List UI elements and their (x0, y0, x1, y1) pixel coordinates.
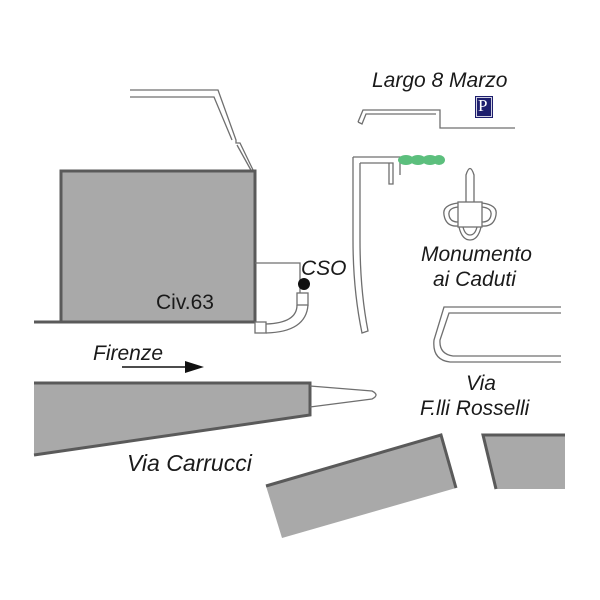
street-outline-center (352, 156, 401, 334)
cso-entrance (254, 262, 309, 334)
parking-letter: P (478, 96, 488, 115)
label-civ63: Civ.63 (156, 291, 214, 314)
building-civ63 (34, 169, 257, 324)
label-cso: CSO (301, 257, 347, 280)
street-outline-top-left (130, 89, 255, 173)
building-lower-right (481, 433, 565, 490)
street-outline-rosselli (433, 306, 561, 363)
label-ai-caduti: ai Caduti (433, 268, 516, 291)
monument-icon (443, 167, 497, 241)
label-flli-rosselli: F.lli Rosselli (420, 397, 530, 420)
direction-arrow-icon (122, 361, 204, 373)
hedge-icon (398, 155, 445, 165)
label-via-carrucci: Via Carrucci (127, 450, 252, 476)
building-lower-left (265, 433, 458, 538)
label-firenze: Firenze (93, 342, 164, 365)
street-outline-largo (357, 109, 515, 129)
parking-sign-icon (475, 96, 493, 118)
label-via: Via (466, 372, 496, 395)
cso-marker (298, 278, 310, 290)
label-monumento: Monumento (421, 243, 532, 266)
label-largo-8-marzo: Largo 8 Marzo (372, 69, 508, 92)
building-carrucci (33, 381, 377, 457)
